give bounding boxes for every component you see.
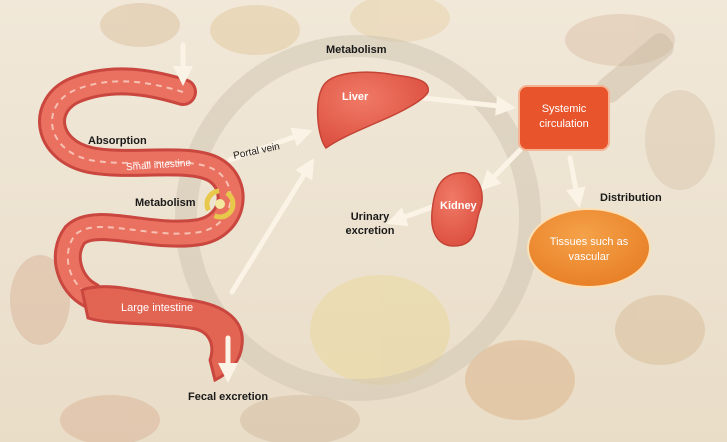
liver-organ — [316, 71, 429, 150]
tissues-label: Tissues such as vascular — [549, 236, 629, 263]
fecal-excretion-label: Fecal excretion — [188, 391, 269, 403]
absorption-label: Absorption — [88, 135, 147, 147]
systemic-circulation-label: Systemic circulation — [539, 103, 589, 130]
distribution-label: Distribution — [600, 192, 662, 204]
metabolism-top-label: Metabolism — [326, 44, 387, 56]
gut-metabolism-icon — [204, 188, 236, 220]
systemic-circulation-box — [518, 85, 610, 151]
circulation-to-kidney-arrow — [480, 147, 523, 191]
circulation-to-tissues-arrow — [565, 155, 586, 208]
urinary-excretion-label: Urinary excretion — [345, 211, 395, 237]
kidney-organ — [431, 172, 483, 247]
magnifier-handle — [596, 33, 674, 103]
liver-label: Liver — [342, 91, 369, 103]
small-intestine — [38, 67, 245, 309]
background-pills — [10, 0, 715, 442]
kidney-label: Kidney — [440, 200, 477, 212]
portal-vein-arrow — [227, 127, 313, 163]
urinary-excretion-arrow — [386, 204, 435, 227]
gut-metabolism-label: Metabolism — [135, 197, 196, 209]
magnifier-ring — [175, 35, 541, 401]
tissues-ellipse — [527, 208, 651, 288]
large-intestine-label: Large intestine — [121, 302, 194, 314]
fecal-to-liver-arrow — [229, 158, 315, 295]
flow-arrows — [173, 42, 586, 383]
